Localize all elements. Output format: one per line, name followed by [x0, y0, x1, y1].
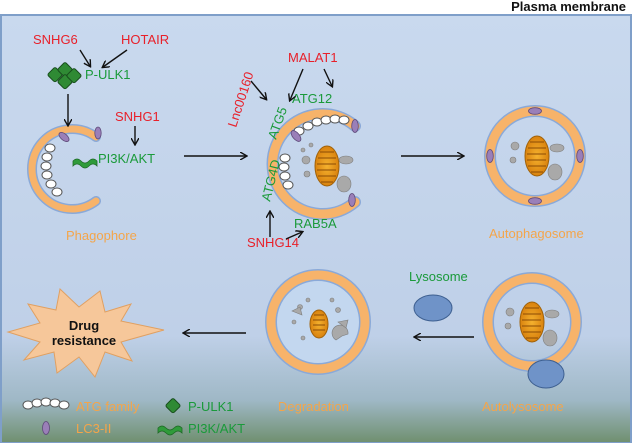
legend-pi3k-akt-icon: [157, 425, 183, 436]
lc3-markers: [58, 126, 102, 142]
legend-p-ulk1: P-ULK1: [188, 399, 234, 414]
atg-beads-top: [293, 114, 350, 136]
lc3-markers-mid: [290, 119, 359, 207]
atg12-label: ATG12: [292, 91, 332, 106]
malat1-label: MALAT1: [288, 50, 338, 65]
snhg6-label: SNHG6: [33, 32, 78, 47]
degradation: [265, 269, 371, 375]
legend-lc3-ii: LC3-II: [76, 421, 111, 436]
mitochondrion-cristae: [317, 151, 336, 183]
legend: ATG family LC3-II P-ULK1 PI3K/AKT: [22, 397, 245, 436]
autolysosome: [482, 272, 582, 389]
atg-beads: [40, 143, 63, 197]
legend-lc3-icon: [42, 421, 50, 435]
phagophore-label: Phagophore: [66, 228, 137, 243]
lysosome-label: Lysosome: [409, 269, 468, 284]
lc3-markers-auto: [486, 107, 584, 205]
pi3k-akt-icon: [72, 158, 98, 169]
legend-atg-icon: [22, 397, 70, 410]
phagophore-arrows: [68, 49, 135, 144]
lysosome: [413, 294, 453, 322]
rab5a-label: RAB5A: [294, 216, 337, 231]
middle-arrows: [250, 68, 332, 240]
legend-atg-family: ATG family: [76, 399, 140, 414]
autophagosome-label: Autophagosome: [489, 226, 584, 241]
p-ulk1-label: P-ULK1: [85, 67, 131, 82]
cargo-vesicles: [300, 142, 354, 193]
legend-pi3k-akt: PI3K/AKT: [188, 421, 245, 436]
plasma-membrane-label: Plasma membrane: [511, 0, 626, 14]
expanding-phagophore: [266, 108, 361, 220]
drug-resistance-burst: [6, 288, 165, 378]
degraded-fragments: [291, 297, 349, 341]
atg-beads-left: [278, 153, 294, 190]
legend-p-ulk1-icon: [165, 398, 181, 414]
hotair-label: HOTAIR: [121, 32, 169, 47]
snhg1-label: SNHG1: [115, 109, 160, 124]
resistance-label: resistance: [52, 333, 116, 348]
pi3k-akt-label: PI3K/AKT: [98, 151, 155, 166]
drug-label: Drug: [69, 318, 99, 333]
autophagosome: [484, 105, 586, 207]
fused-lysosome: [527, 359, 565, 389]
p-ulk1-icon: [47, 62, 82, 90]
autolysosome-label: Autolysosome: [482, 399, 564, 414]
phagophore: [27, 124, 102, 214]
degradation-label: Degradation: [278, 399, 349, 414]
